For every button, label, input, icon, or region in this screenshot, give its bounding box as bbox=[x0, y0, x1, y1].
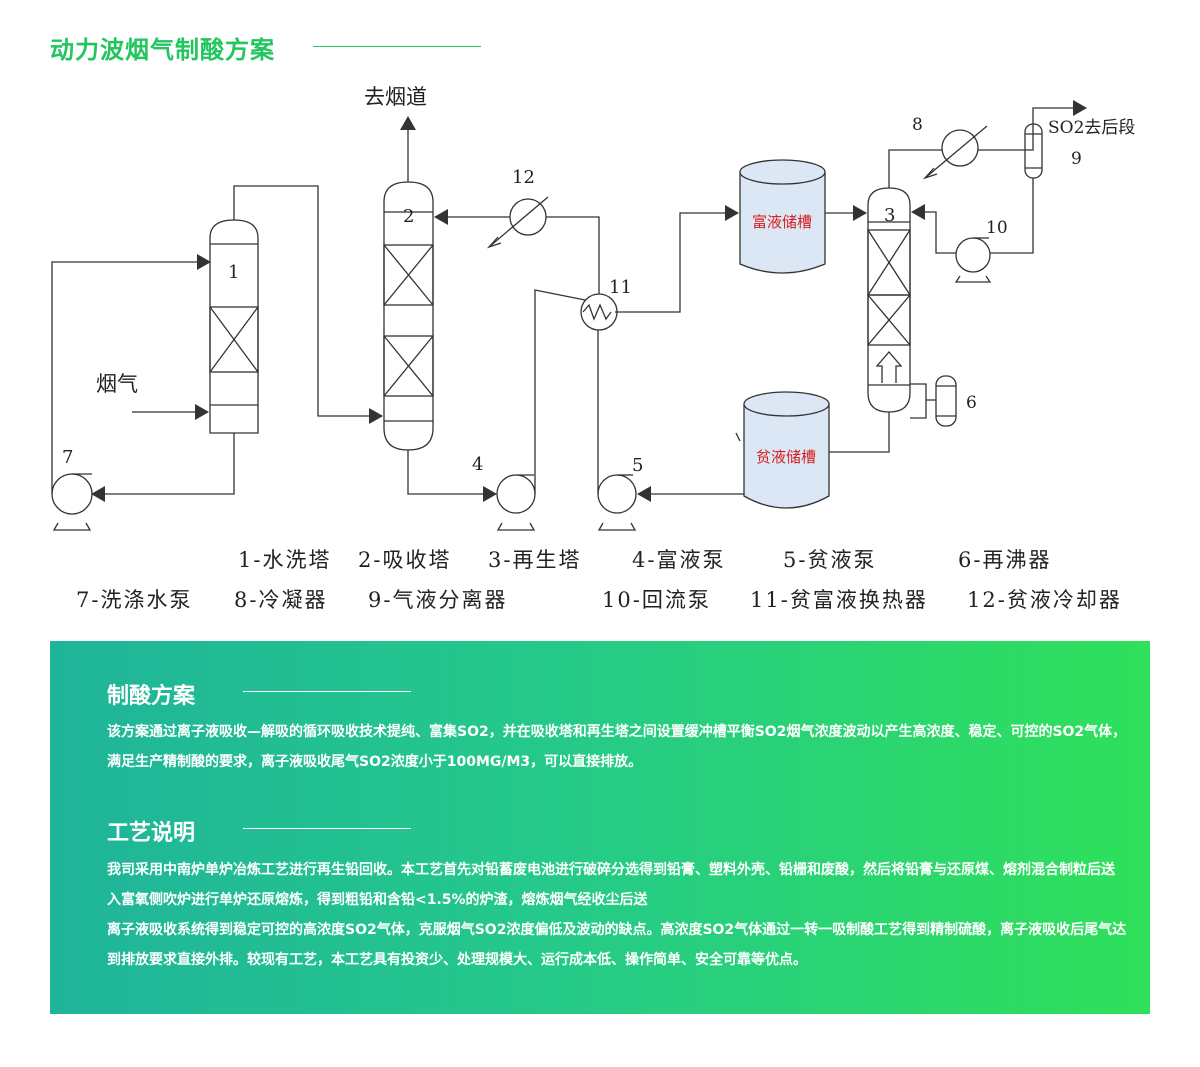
label-9: 9 bbox=[1071, 149, 1082, 169]
info-panel: 制酸方案 该方案通过离子液吸收—解吸的循环吸收技术提纯、富集SO2，并在吸收塔和… bbox=[50, 641, 1150, 1014]
label-10: 10 bbox=[986, 218, 1008, 238]
rich-liquid-tank bbox=[739, 159, 826, 274]
so2-out-label: SO2去后段 bbox=[1048, 118, 1135, 138]
lean-tank-label: 贫液储槽 bbox=[756, 448, 816, 466]
legend-item: 3-再生塔 bbox=[488, 548, 582, 572]
label-2: 2 bbox=[403, 206, 414, 227]
title-divider bbox=[313, 46, 481, 47]
process-text-1: 我司采用中南炉单炉冶炼工艺进行再生铅回收。本工艺首先对铅蓄废电池进行破碎分选得到… bbox=[107, 862, 1115, 908]
lean-cooler-12 bbox=[486, 196, 549, 249]
regenerator-tower bbox=[867, 187, 911, 413]
pump-4 bbox=[496, 474, 536, 531]
pump-5 bbox=[597, 474, 637, 531]
legend-item: 1-水洗塔 bbox=[238, 548, 332, 572]
legend-item: 4-富液泵 bbox=[632, 548, 726, 572]
flue-gas-label: 烟气 bbox=[96, 372, 138, 396]
wash-tower bbox=[209, 219, 259, 434]
legend-item: 9-气液分离器 bbox=[368, 588, 508, 612]
acid-scheme-text: 该方案通过离子液吸收—解吸的循环吸收技术提纯、富集SO2，并在吸收塔和再生塔之间… bbox=[107, 724, 1127, 770]
reboiler bbox=[910, 375, 957, 427]
page-title: 动力波烟气制酸方案 bbox=[50, 36, 275, 64]
rich-tank-label: 富液储槽 bbox=[752, 213, 812, 231]
section-divider bbox=[243, 828, 411, 829]
to-flue-label: 去烟道 bbox=[364, 85, 427, 109]
lean-liquid-tank bbox=[743, 391, 830, 509]
label-11: 11 bbox=[609, 277, 632, 298]
legend-item: 12-贫液冷却器 bbox=[967, 588, 1122, 612]
label-8: 8 bbox=[912, 115, 923, 135]
absorber-tower bbox=[383, 181, 434, 451]
process-text-2: 离子液吸收系统得到稳定可控的高浓度SO2气体，克服烟气SO2浓度偏低及波动的缺点… bbox=[107, 922, 1127, 968]
legend-item: 2-吸收塔 bbox=[358, 548, 452, 572]
heat-exchanger-11 bbox=[580, 293, 618, 331]
legend-item: 8-冷凝器 bbox=[234, 588, 328, 612]
section-title-acid-scheme: 制酸方案 bbox=[107, 684, 196, 709]
label-1: 1 bbox=[228, 262, 239, 283]
legend-item: 11-贫富液换热器 bbox=[750, 588, 928, 612]
legend-item: 5-贫液泵 bbox=[783, 548, 877, 572]
condenser-8 bbox=[922, 125, 988, 180]
section-title-process: 工艺说明 bbox=[107, 821, 196, 846]
label-4: 4 bbox=[472, 454, 483, 475]
label-7: 7 bbox=[62, 447, 73, 468]
legend-item: 7-洗涤水泵 bbox=[76, 588, 193, 612]
label-12: 12 bbox=[512, 167, 535, 188]
label-3: 3 bbox=[884, 205, 895, 226]
pump-10 bbox=[954, 237, 992, 283]
label-5: 5 bbox=[632, 455, 643, 476]
pump-7 bbox=[51, 473, 93, 531]
legend-item: 6-再沸器 bbox=[958, 548, 1052, 572]
legend-item: 10-回流泵 bbox=[602, 588, 711, 612]
label-6: 6 bbox=[966, 393, 977, 413]
process-flow-diagram: 去烟道 烟气 SO2去后段 富液储槽 贫液储槽 1 2 3 4 5 6 7 8 … bbox=[51, 85, 1135, 531]
section-divider bbox=[243, 691, 411, 692]
